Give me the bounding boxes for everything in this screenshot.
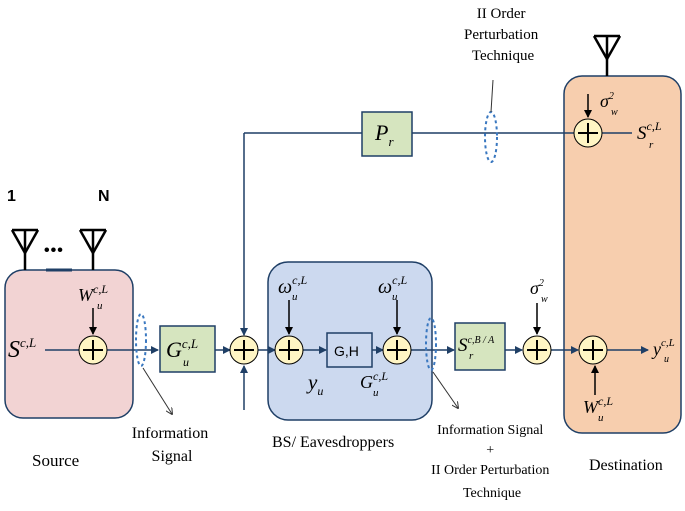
bs-y: yu xyxy=(306,370,323,398)
antenna-1-label: 1 xyxy=(7,188,16,205)
gh-block xyxy=(326,332,373,368)
adder-source xyxy=(78,335,108,365)
gh-label: G,H xyxy=(334,343,359,359)
antenna-n-label: N xyxy=(98,188,110,205)
adder-relay xyxy=(522,335,552,365)
pointer-top xyxy=(490,79,494,113)
bs-label: BS/ Eavesdroppers xyxy=(272,434,394,451)
annotation-info-signal: Information Signal xyxy=(132,425,212,465)
annotation-info-pert: Information Signal + II Order Perturbati… xyxy=(431,423,553,501)
relay-signal-block xyxy=(454,322,506,371)
adder-feedback xyxy=(229,335,259,365)
annotation-top: II Order Perturbation Technique xyxy=(464,6,542,64)
adder-bs-input xyxy=(274,335,304,365)
perturbation-block xyxy=(361,111,413,157)
adder-destination-top xyxy=(573,118,603,148)
pointer-bs xyxy=(432,371,458,408)
adder-bs-output xyxy=(382,335,412,365)
adder-destination xyxy=(578,335,608,365)
antenna-dots: ••• xyxy=(44,242,64,259)
channel-block xyxy=(159,325,216,373)
source-antennas xyxy=(10,228,108,272)
ellipse-top xyxy=(484,111,498,163)
destination-label: Destination xyxy=(589,457,663,474)
ellipse-bs xyxy=(425,317,437,371)
pointer-info xyxy=(142,367,172,414)
source-label: Source xyxy=(32,451,79,470)
destination-antenna xyxy=(592,34,622,76)
source-signal: Sc,L xyxy=(8,335,36,363)
perturbation-label: Pr xyxy=(374,120,394,149)
ellipse-info xyxy=(135,313,147,367)
